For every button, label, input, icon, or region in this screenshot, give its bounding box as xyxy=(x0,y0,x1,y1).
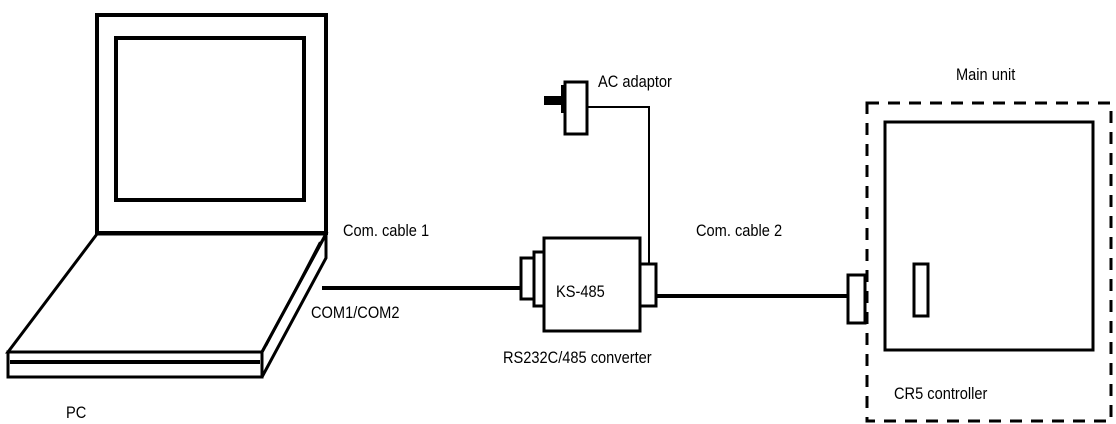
laptop-side-slat xyxy=(265,241,321,347)
laptop-base-front xyxy=(6,350,264,379)
laptop-pc xyxy=(4,13,329,379)
ac-adaptor-wire xyxy=(587,106,650,264)
ac-adaptor xyxy=(544,80,589,136)
label-converter-name: RS232C/485 converter xyxy=(503,349,652,367)
cr5-controller-slot xyxy=(912,262,930,318)
label-com-port: COM1/COM2 xyxy=(311,304,400,322)
controller-connector xyxy=(846,273,867,325)
label-com-cable-1: Com. cable 1 xyxy=(343,222,429,240)
ac-adaptor-prong xyxy=(544,96,562,105)
converter-right-connector xyxy=(638,262,658,308)
laptop-base-top xyxy=(4,232,329,354)
label-main-unit: Main unit xyxy=(956,66,1016,84)
laptop-screen-inner xyxy=(114,36,306,202)
label-converter-model: KS-485 xyxy=(556,283,605,301)
rs232c-485-converter xyxy=(519,236,658,333)
ac-adaptor-body xyxy=(563,80,589,136)
label-pc: PC xyxy=(66,404,86,422)
label-com-cable-2: Com. cable 2 xyxy=(696,222,782,240)
label-ac-adaptor: AC adaptor xyxy=(598,73,673,91)
converter-left-connector-outer xyxy=(519,256,536,301)
label-cr5-controller: CR5 controller xyxy=(894,385,988,403)
main-unit-dashed-box xyxy=(865,101,1113,423)
